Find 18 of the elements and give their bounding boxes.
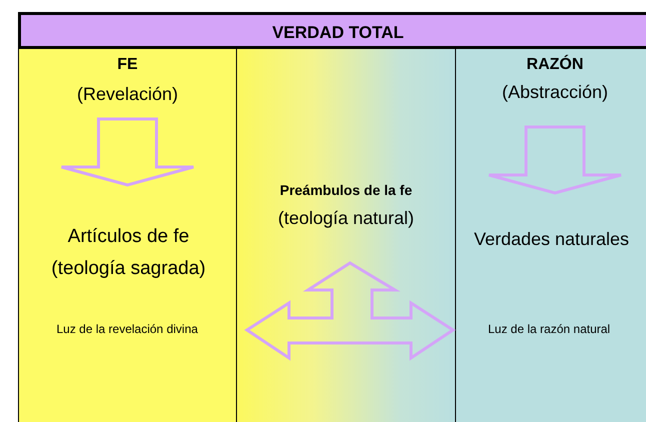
three-way-arrow	[244, 261, 456, 361]
heading: RAZÓN	[526, 56, 584, 74]
column-panel	[236, 48, 456, 422]
header-band	[18, 12, 646, 49]
down-arrow	[60, 118, 195, 187]
text: (Revelación)	[76, 84, 178, 105]
down-arrow	[488, 126, 622, 195]
note-text: Luz de la revelación divina	[56, 322, 198, 336]
text: Verdades naturales	[474, 229, 630, 250]
note-text: Luz de la razón natural	[488, 322, 610, 336]
heading: VERDAD TOTAL	[272, 23, 404, 43]
heading: FE	[117, 56, 138, 74]
column-panel	[18, 48, 237, 422]
column-panel	[455, 48, 646, 422]
text: Artículos de fe (teología sagrada)	[50, 225, 207, 281]
heading: Preámbulos de la fe	[280, 182, 412, 198]
text: (Abstracción)	[502, 82, 608, 103]
text: (teología natural)	[278, 208, 414, 229]
